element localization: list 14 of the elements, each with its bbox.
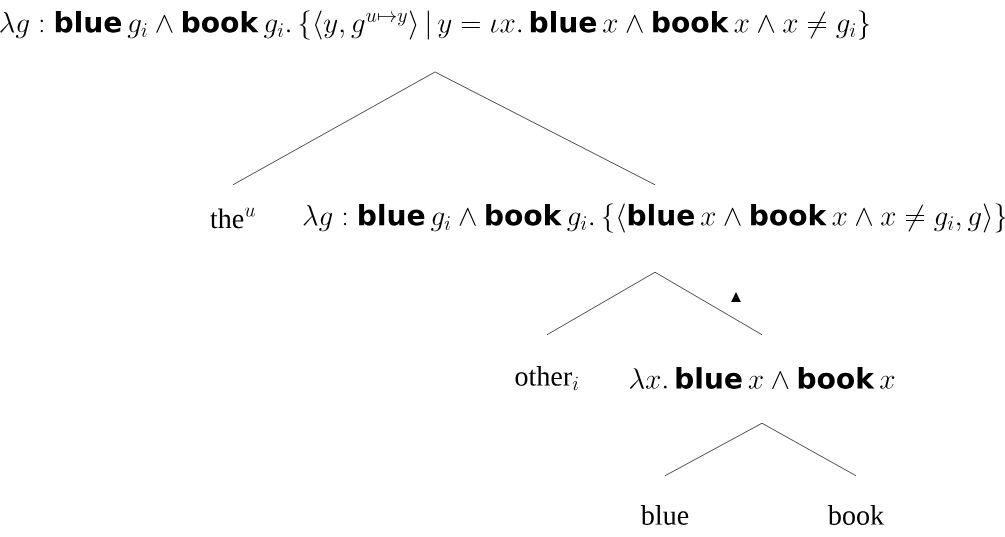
branch-line [546,271,656,336]
node-label: $\text{the}^{u}$ [210,207,255,229]
branch-line [232,71,436,186]
node-label: book [827,505,885,525]
edge-label: ▲ [729,290,743,304]
branch-line [664,422,763,477]
node-label: $\lambda g : \textsf{\textbf{blue}}\, g_i \wedge \textsf{\textbf{book}}\, g_i.\, \{\langle y, g^{u\mapsto y}\rangle \,|\, y = \iota x.\, \textsf{\textbf{blue}}\, x \wedge \textsf{\textbf{book}}\, x \wedge x \neq g_i\}$ [0,10,870,40]
node-label: $\lambda g : \textsf{\textbf{blue}}\, g_i \wedge \textsf{\textbf{book}}\, g_i.\, \{\langle \textsf{\textbf{blue}}\, x \wedge \textsf{\textbf{book}}\, x \wedge x \neq g_i, g\rangle\}$ [303,203,1005,233]
branch-line [434,71,656,186]
node-label: $\text{other}_{i}$ [515,366,578,391]
branch-line [654,271,763,336]
node-label: $\lambda x.\, \textsf{\textbf{blue}}\, x \wedge \textsf{\textbf{book}}\, x$ [630,367,895,390]
branch-line [761,422,857,477]
node-label: blue [640,505,689,525]
